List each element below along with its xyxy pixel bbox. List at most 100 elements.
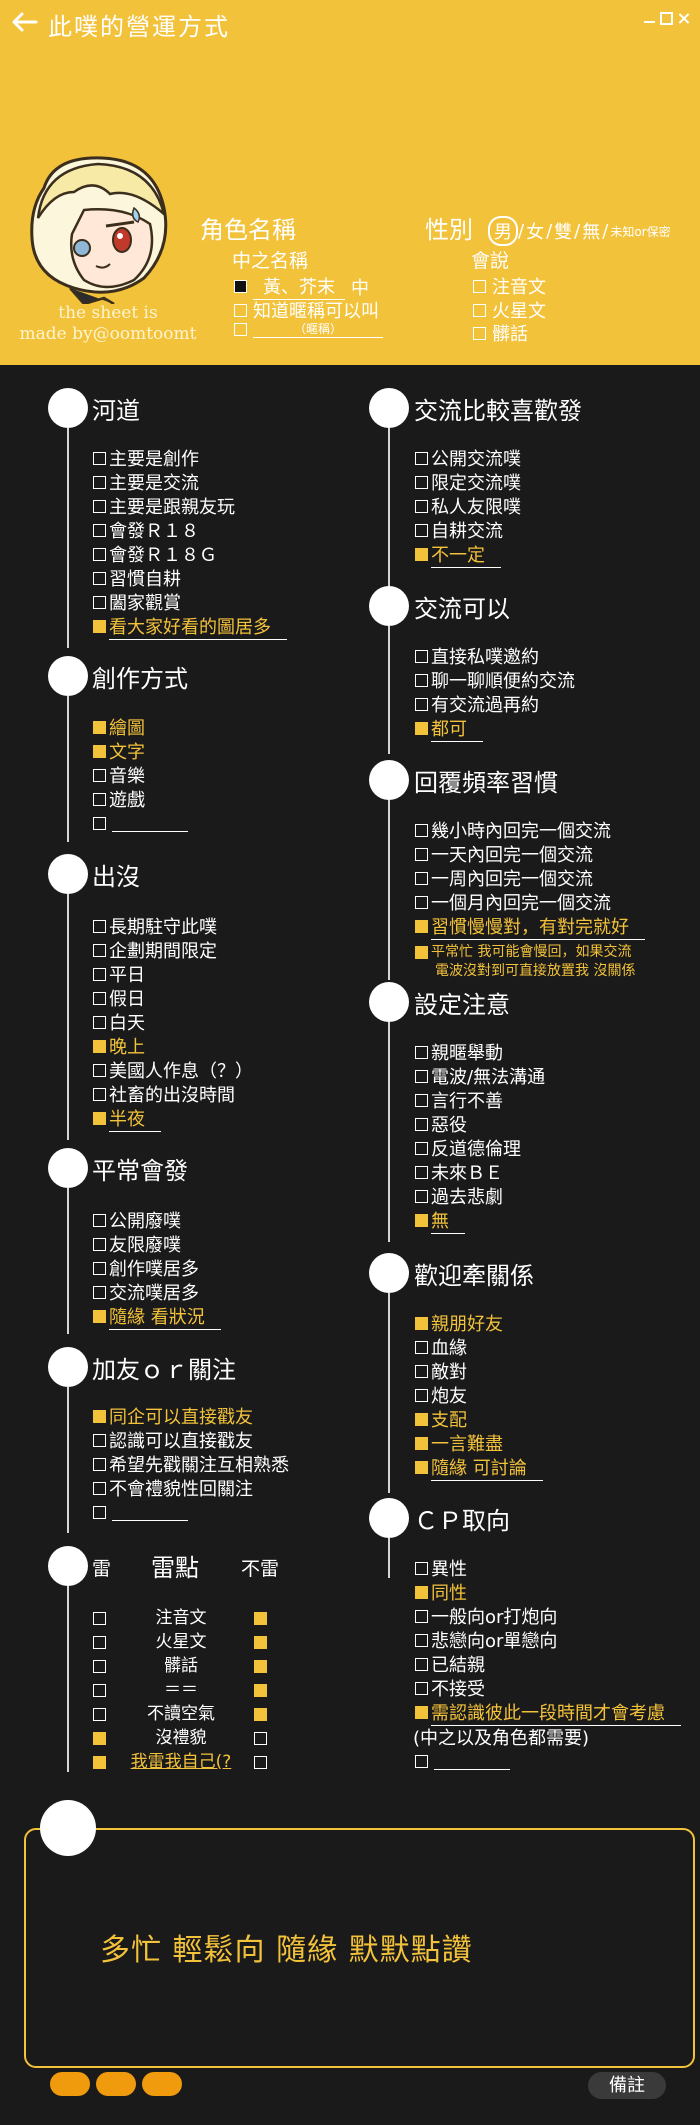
checkbox[interactable] bbox=[93, 1237, 106, 1251]
nickname-field[interactable]: （暱稱） bbox=[253, 320, 383, 338]
checkbox[interactable] bbox=[415, 1340, 428, 1354]
checkbox[interactable] bbox=[93, 720, 106, 734]
checkbox[interactable] bbox=[415, 697, 428, 711]
checkbox[interactable] bbox=[93, 619, 106, 633]
checkbox[interactable] bbox=[415, 1117, 428, 1131]
not-thunder-checkbox[interactable] bbox=[254, 1636, 267, 1649]
gender-option-none[interactable]: 無 bbox=[582, 222, 601, 243]
checkbox[interactable] bbox=[93, 1457, 106, 1471]
checkbox[interactable] bbox=[415, 1316, 428, 1330]
checkbox[interactable] bbox=[415, 523, 428, 537]
checkbox[interactable] bbox=[93, 919, 106, 933]
thunder-checkbox[interactable] bbox=[93, 1684, 106, 1697]
thunder-checkbox[interactable] bbox=[93, 1660, 106, 1673]
reply-note-checkbox[interactable] bbox=[415, 945, 428, 959]
checkbox[interactable] bbox=[415, 1388, 428, 1402]
checkbox[interactable] bbox=[415, 1633, 428, 1647]
checkbox[interactable] bbox=[93, 967, 106, 981]
checkbox[interactable] bbox=[93, 943, 106, 957]
blank-field[interactable] bbox=[112, 814, 188, 832]
checkbox[interactable] bbox=[415, 895, 428, 909]
close-icon[interactable] bbox=[677, 12, 690, 25]
thunder-checkbox[interactable] bbox=[93, 1636, 106, 1649]
gender-option-female[interactable]: 女 bbox=[526, 222, 545, 243]
language-checkbox[interactable] bbox=[473, 326, 486, 340]
checkbox[interactable] bbox=[93, 475, 106, 489]
checkbox[interactable] bbox=[415, 847, 428, 861]
checkbox[interactable] bbox=[93, 991, 106, 1005]
gender-option-male[interactable]: 男 bbox=[488, 216, 518, 246]
checkbox[interactable] bbox=[415, 499, 428, 513]
remark-button[interactable]: 備註 bbox=[588, 2072, 666, 2099]
checkbox[interactable] bbox=[415, 1585, 428, 1599]
checkbox[interactable] bbox=[415, 1213, 428, 1227]
checkbox[interactable] bbox=[415, 1189, 428, 1203]
checkbox[interactable] bbox=[93, 1063, 106, 1077]
checkbox[interactable] bbox=[93, 1481, 106, 1495]
checkbox[interactable] bbox=[93, 1309, 106, 1323]
not-thunder-checkbox[interactable] bbox=[254, 1756, 267, 1769]
pill-button[interactable] bbox=[96, 2072, 136, 2096]
checkbox[interactable] bbox=[93, 1261, 106, 1275]
maximize-icon[interactable] bbox=[660, 12, 673, 25]
checkbox[interactable] bbox=[93, 547, 106, 561]
not-thunder-checkbox[interactable] bbox=[254, 1612, 267, 1625]
nickname-checkbox[interactable] bbox=[234, 303, 247, 317]
not-thunder-checkbox[interactable] bbox=[254, 1708, 267, 1721]
cn-name-checkbox[interactable] bbox=[234, 280, 247, 293]
checkbox[interactable] bbox=[415, 1045, 428, 1059]
checkbox[interactable] bbox=[93, 816, 106, 830]
checkbox[interactable] bbox=[415, 1681, 428, 1695]
checkbox[interactable] bbox=[93, 1505, 106, 1519]
checkbox[interactable] bbox=[415, 451, 428, 465]
checkbox[interactable] bbox=[93, 1111, 106, 1125]
not-thunder-checkbox[interactable] bbox=[254, 1660, 267, 1673]
pill-button[interactable] bbox=[142, 2072, 182, 2096]
cn-name-field[interactable]: 黃、芥末 bbox=[253, 273, 345, 300]
checkbox[interactable] bbox=[415, 475, 428, 489]
checkbox[interactable] bbox=[415, 1093, 428, 1107]
checkbox[interactable] bbox=[93, 1087, 106, 1101]
checkbox[interactable] bbox=[415, 1705, 428, 1719]
language-checkbox[interactable] bbox=[473, 279, 486, 293]
checkbox[interactable] bbox=[415, 1561, 428, 1575]
not-thunder-checkbox[interactable] bbox=[254, 1732, 267, 1745]
checkbox[interactable] bbox=[93, 451, 106, 465]
checkbox[interactable] bbox=[93, 1433, 106, 1447]
checkbox[interactable] bbox=[93, 571, 106, 585]
checkbox[interactable] bbox=[93, 1039, 106, 1053]
checkbox[interactable] bbox=[415, 1460, 428, 1474]
checkbox[interactable] bbox=[93, 595, 106, 609]
back-arrow-icon[interactable] bbox=[8, 6, 40, 38]
language-checkbox[interactable] bbox=[473, 303, 486, 317]
gender-option-both[interactable]: 雙 bbox=[554, 222, 573, 243]
thunder-checkbox[interactable] bbox=[93, 1732, 106, 1745]
checkbox[interactable] bbox=[415, 673, 428, 687]
checkbox[interactable] bbox=[415, 1754, 428, 1768]
pill-button[interactable] bbox=[50, 2072, 90, 2096]
checkbox[interactable] bbox=[415, 1069, 428, 1083]
checkbox[interactable] bbox=[415, 1364, 428, 1378]
checkbox[interactable] bbox=[415, 1141, 428, 1155]
checkbox[interactable] bbox=[415, 721, 428, 735]
checkbox[interactable] bbox=[415, 919, 428, 933]
checkbox[interactable] bbox=[415, 871, 428, 885]
checkbox[interactable] bbox=[93, 1409, 106, 1423]
minimize-icon[interactable] bbox=[643, 12, 656, 25]
checkbox[interactable] bbox=[415, 823, 428, 837]
checkbox[interactable] bbox=[93, 792, 106, 806]
checkbox[interactable] bbox=[93, 768, 106, 782]
checkbox[interactable] bbox=[415, 547, 428, 561]
thunder-checkbox[interactable] bbox=[93, 1612, 106, 1625]
checkbox[interactable] bbox=[415, 1412, 428, 1426]
checkbox[interactable] bbox=[93, 1213, 106, 1227]
checkbox[interactable] bbox=[93, 1015, 106, 1029]
checkbox[interactable] bbox=[415, 1165, 428, 1179]
thunder-checkbox[interactable] bbox=[93, 1756, 106, 1769]
checkbox[interactable] bbox=[415, 1609, 428, 1623]
checkbox[interactable] bbox=[415, 1657, 428, 1671]
thunder-checkbox[interactable] bbox=[93, 1708, 106, 1721]
checkbox[interactable] bbox=[93, 1285, 106, 1299]
checkbox[interactable] bbox=[93, 523, 106, 537]
not-thunder-checkbox[interactable] bbox=[254, 1684, 267, 1697]
